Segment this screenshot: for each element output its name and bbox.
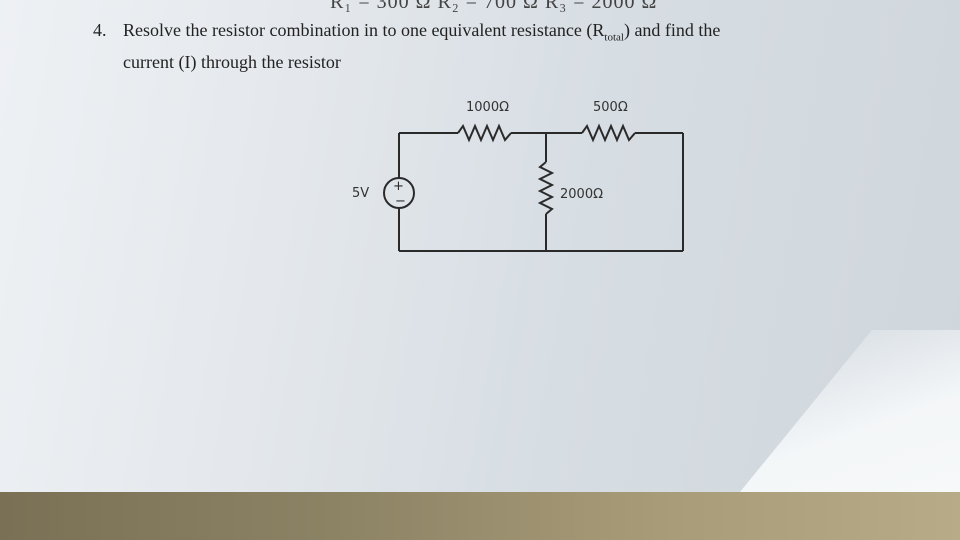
paper-sheet	[0, 0, 960, 492]
question-subscript: total	[604, 31, 624, 44]
resistor-top-right-label: 500Ω	[593, 100, 628, 115]
source-label: 5V	[352, 186, 369, 201]
question-line-1: Resolve the resistor combination in to o…	[123, 20, 605, 40]
question-number: 4.	[93, 20, 107, 40]
resistor-middle-label: 2000Ω	[560, 187, 603, 202]
minus-sign: −	[395, 194, 406, 209]
plus-sign: +	[393, 179, 404, 194]
resistor-middle	[537, 161, 555, 215]
question-line-2: current (I) through the resistor	[123, 51, 341, 72]
resistor-top-left	[457, 123, 512, 143]
question-line-1-end: ) and find the	[623, 20, 721, 40]
resistor-top-left-label: 1000Ω	[466, 100, 509, 115]
cut-off-header: R₁ = 300 Ω R₂ = 700 Ω R₃ = 2000 Ω	[330, 0, 658, 13]
question-text: 4. Resolve the resistor combination in to…	[93, 18, 853, 74]
table-surface	[0, 492, 960, 540]
voltage-source-icon	[383, 177, 415, 209]
resistor-top-right	[581, 123, 636, 143]
